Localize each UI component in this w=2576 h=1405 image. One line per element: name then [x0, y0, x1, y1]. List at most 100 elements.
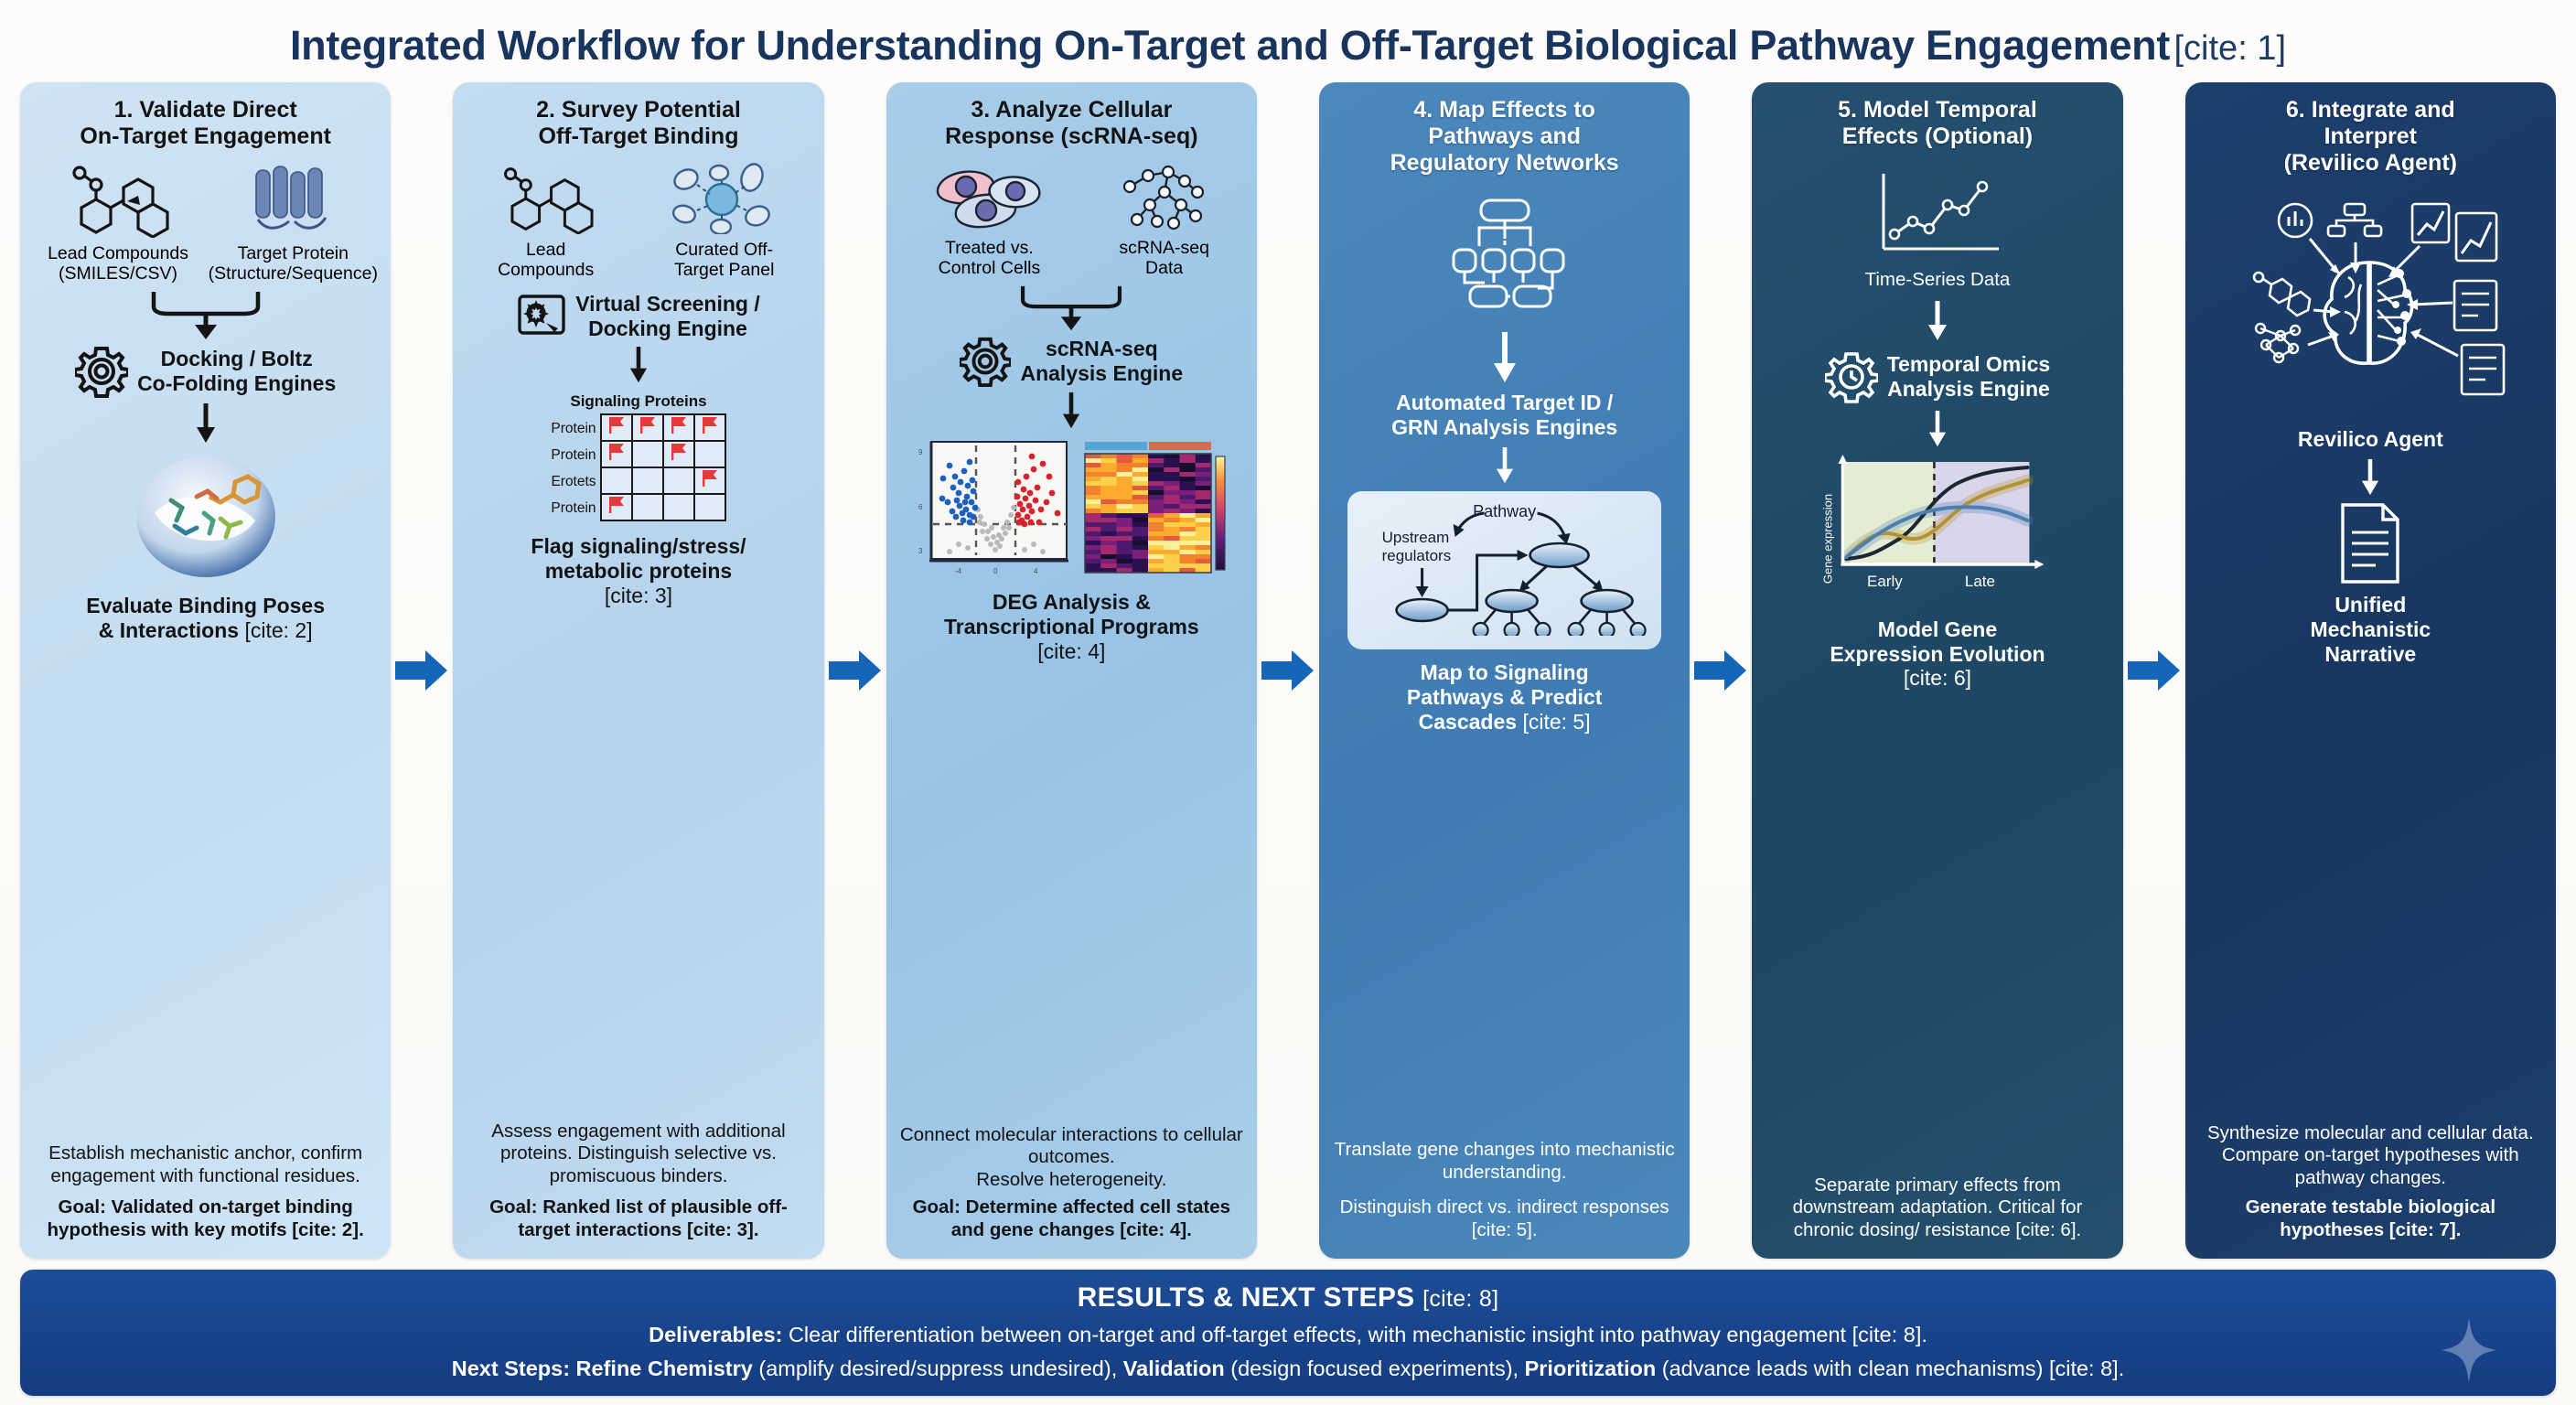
- heatmap-cell: [1164, 531, 1181, 537]
- svg-text:9: 9: [918, 448, 923, 456]
- heatmap-cell: [1179, 558, 1197, 564]
- right-arrow-icon: [828, 649, 881, 691]
- grid-cell[interactable]: [661, 413, 695, 442]
- heatmap-cell: [1085, 453, 1101, 459]
- step-6-outcome: Unified Mechanistic Narrative: [2310, 592, 2431, 666]
- heatmap-cell: [1085, 544, 1101, 551]
- heatmap-cell: [1164, 517, 1181, 523]
- grid-table[interactable]: [599, 413, 726, 521]
- heatmap-cell: [1085, 494, 1101, 500]
- heatmap-cell: [1116, 544, 1133, 551]
- arrow-gap-3-4: [1257, 82, 1319, 1259]
- next-steps-text-1: (amplify desired/suppress undesired),: [752, 1356, 1123, 1380]
- next-steps-text-3: (advance leads with clean mechanisms) [c…: [1656, 1356, 2125, 1380]
- results-bar: RESULTS & NEXT STEPS [cite: 8] Deliverab…: [20, 1269, 2556, 1396]
- grid-cell[interactable]: [661, 466, 695, 495]
- step-1-engine[interactable]: Docking / Boltz Co-Folding Engines: [75, 345, 336, 398]
- heatmap-cell: [1179, 485, 1197, 491]
- grid-cell[interactable]: [630, 439, 664, 468]
- step-3-goal: Goal: Determine affected cell states and…: [912, 1196, 1231, 1241]
- grid-cell[interactable]: [692, 492, 726, 521]
- workflow-step-3[interactable]: 3. Analyze Cellular Response (scRNA-seq): [886, 82, 1257, 1259]
- heatmap-cell: [1164, 476, 1181, 482]
- heatmap-cell: [1132, 462, 1149, 468]
- deliverables-text: Clear differentiation between on-target …: [782, 1322, 1927, 1346]
- heatmap-cell: [1196, 567, 1212, 574]
- step-3-right-caption: scRNA-seq Data: [1119, 238, 1209, 279]
- svg-text:0: 0: [993, 567, 998, 575]
- workflow-step-5[interactable]: 5. Model Temporal Effects (Optional) Tim…: [1752, 82, 2123, 1259]
- heatmap-cell: [1132, 471, 1149, 477]
- grid-cell[interactable]: [692, 413, 726, 442]
- heatmap-cell: [1164, 553, 1181, 560]
- brain-network-icon: [2252, 202, 2506, 396]
- heatmap-cell: [1085, 567, 1101, 574]
- grid-cell[interactable]: [599, 492, 633, 521]
- heatmap-cell: [1148, 531, 1165, 537]
- next-steps-bold-1: Refine Chemistry: [570, 1356, 753, 1380]
- heatmap-cell: [1085, 480, 1101, 487]
- workflow-step-4[interactable]: 4. Map Effects to Pathways and Regulator…: [1318, 82, 1690, 1259]
- step-6-goal: Generate testable biological hypotheses …: [2245, 1196, 2496, 1241]
- heatmap-cell: [1100, 453, 1118, 459]
- workflow-step-1[interactable]: 1. Validate Direct On-Target Engagement: [20, 82, 392, 1259]
- down-arrow-icon: [1496, 446, 1513, 483]
- results-next-steps: Next Steps: Refine Chemistry (amplify de…: [48, 1356, 2528, 1381]
- step-3-engine[interactable]: scRNA-seq Analysis Engine: [960, 336, 1183, 387]
- heatmap-cell: [1179, 567, 1197, 574]
- arrow-gap-1-2: [391, 82, 453, 1259]
- step-4-body-2: Distinguish direct vs. indirect response…: [1339, 1196, 1669, 1241]
- page-title-text: Integrated Workflow for Understanding On…: [289, 22, 2171, 69]
- heatmap-cell: [1100, 549, 1118, 555]
- heatmap-cell: [1164, 508, 1181, 514]
- flag-icon: [608, 416, 624, 434]
- grid-cell[interactable]: [599, 439, 633, 468]
- heatmap-cell: [1100, 494, 1118, 500]
- heatmap-cell: [1179, 535, 1197, 542]
- heatmap-cell: [1085, 558, 1101, 564]
- heatmap-cell: [1100, 462, 1118, 468]
- grid-cell[interactable]: [599, 413, 633, 442]
- step-2-right-caption: Curated Off- Target Panel: [673, 240, 775, 281]
- step-5-engine[interactable]: Temporal Omics Analysis Engine: [1824, 350, 2050, 403]
- heatmap-cell: [1148, 476, 1165, 482]
- workflow-step-2[interactable]: 2. Survey Potential Off-Target Binding: [453, 82, 824, 1259]
- heatmap-cell: [1116, 535, 1133, 542]
- step-1-body: Establish mechanistic anchor, confirm en…: [48, 1142, 363, 1186]
- heatmap-cell: [1116, 462, 1133, 468]
- heatmap-cell: [1116, 512, 1133, 519]
- workflow-strip: 1. Validate Direct On-Target Engagement: [20, 82, 2556, 1259]
- heatmap-cell: [1116, 494, 1133, 500]
- heatmap-cell: [1148, 526, 1165, 532]
- grid-cell[interactable]: [599, 466, 633, 495]
- heatmap-cell: [1100, 485, 1118, 491]
- page-title-citation: [cite: 1]: [2174, 29, 2287, 68]
- heatmap-cell: [1116, 471, 1133, 477]
- grid-cell[interactable]: [692, 439, 726, 468]
- off-target-grid[interactable]: Signaling Proteins Protein Protein Erote…: [464, 392, 812, 521]
- heatmap-cell: [1179, 457, 1197, 464]
- grid-cell[interactable]: [630, 492, 664, 521]
- heatmap-cell: [1116, 453, 1133, 459]
- down-arrow-icon: [196, 402, 215, 443]
- grid-cell[interactable]: [661, 439, 695, 468]
- step-5-outcome: Model Gene Expression Evolution [cite: 6…: [1830, 617, 2045, 692]
- heatmap-cell: [1196, 489, 1212, 496]
- step-2-engine[interactable]: Virtual Screening / Docking Engine: [517, 292, 760, 341]
- heatmap-cell: [1148, 553, 1165, 560]
- heatmap-cell: [1148, 494, 1165, 500]
- heatmap-cell: [1148, 462, 1165, 468]
- heatmap-cell: [1196, 494, 1212, 500]
- flag-icon: [702, 416, 717, 434]
- heatmap-cell: [1179, 471, 1197, 477]
- grid-cell[interactable]: [630, 466, 664, 495]
- heatmap-cell: [1132, 485, 1149, 491]
- grid-row-label: Protein: [551, 499, 596, 516]
- upstream-label-line1: Upstream: [1382, 529, 1450, 546]
- grid-cell[interactable]: [630, 413, 664, 442]
- workflow-step-6[interactable]: 6. Integrate and Interpret (Revilico Age…: [2184, 82, 2556, 1259]
- next-steps-bold-2: Validation: [1122, 1356, 1225, 1380]
- grid-cell[interactable]: [661, 492, 695, 521]
- heatmap-cell: [1116, 531, 1133, 537]
- grid-cell[interactable]: [692, 466, 726, 495]
